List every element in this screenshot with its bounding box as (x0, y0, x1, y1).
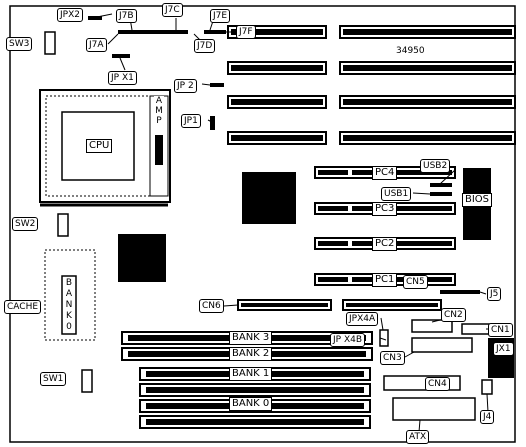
chipset-north (242, 172, 296, 224)
usb2-header-label: USB2 (420, 159, 451, 173)
switch-sw2-label: SW2 (12, 217, 39, 231)
connector-cn1-label: CN1 (488, 323, 513, 337)
cache-bank0-label: BANK0 (64, 278, 74, 333)
connector-cn2-label: CN2 (441, 308, 466, 322)
connector-j5-label: J5 (487, 287, 502, 301)
memory-bank0-label: BANK 0 (229, 397, 273, 411)
switch-sw1-label: SW1 (40, 372, 67, 386)
jumper-jpx2-label: JPX2 (57, 8, 83, 22)
sw2-switch (57, 213, 69, 237)
jumper-j7f-label: J7F (236, 25, 256, 39)
jumper-j7d-label: J7D (194, 39, 216, 53)
cache-label: CACHE (4, 300, 42, 314)
expansion-slots (227, 25, 516, 145)
atx-label: ATX (406, 430, 430, 444)
switch-sw3-label: SW3 (6, 37, 33, 51)
chipset-south (118, 234, 166, 282)
jumper-j7c-label: J7C (162, 3, 183, 17)
cpu-label: CPU (86, 139, 113, 153)
jumper-j7a-label: J7A (86, 38, 107, 52)
pci-slot-pc4-label: PC4 (372, 166, 398, 180)
jumper-jp2-label: JP 2 (174, 79, 197, 93)
pci-slot-pc3-label: PC3 (372, 202, 398, 216)
connector-cn4-label: CN4 (425, 377, 450, 391)
board-number: 34950 (396, 46, 425, 56)
connector-cn6-label: CN6 (199, 299, 224, 313)
sw1-switch (81, 369, 93, 393)
bios-label: BIOS (462, 193, 493, 207)
usb1-header-label: USB1 (381, 187, 412, 201)
pci-slot-pc1-label: PC1 (372, 273, 398, 287)
jumper-jpx1-label: JP X1 (108, 71, 137, 85)
pci-slot-pc2-label: PC2 (372, 237, 398, 251)
connector-jx1-label: JX1 (493, 342, 514, 356)
cpu-socket (39, 89, 171, 207)
memory-bank1-label: BANK 1 (229, 367, 273, 381)
atx-power-connector (392, 397, 476, 421)
sw3-switch (44, 31, 56, 55)
memory-bank3-label: BANK 3 (229, 331, 273, 345)
jumper-jpx4b-label: JP X4B (330, 333, 366, 347)
jumper-jp1-label: JP1 (181, 114, 201, 128)
memory-bank2-label: BANK 2 (229, 347, 273, 361)
jumper-j7b-label: J7B (116, 9, 137, 23)
connector-j4-label: J4 (480, 410, 495, 424)
connector-cn5-label: CN5 (403, 275, 428, 289)
jumper-jpx4a-label: JPX4A (346, 312, 379, 326)
amp-label: AMP (154, 96, 164, 126)
jumper-j7e-label: J7E (210, 9, 231, 23)
connector-cn3-label: CN3 (380, 351, 405, 365)
